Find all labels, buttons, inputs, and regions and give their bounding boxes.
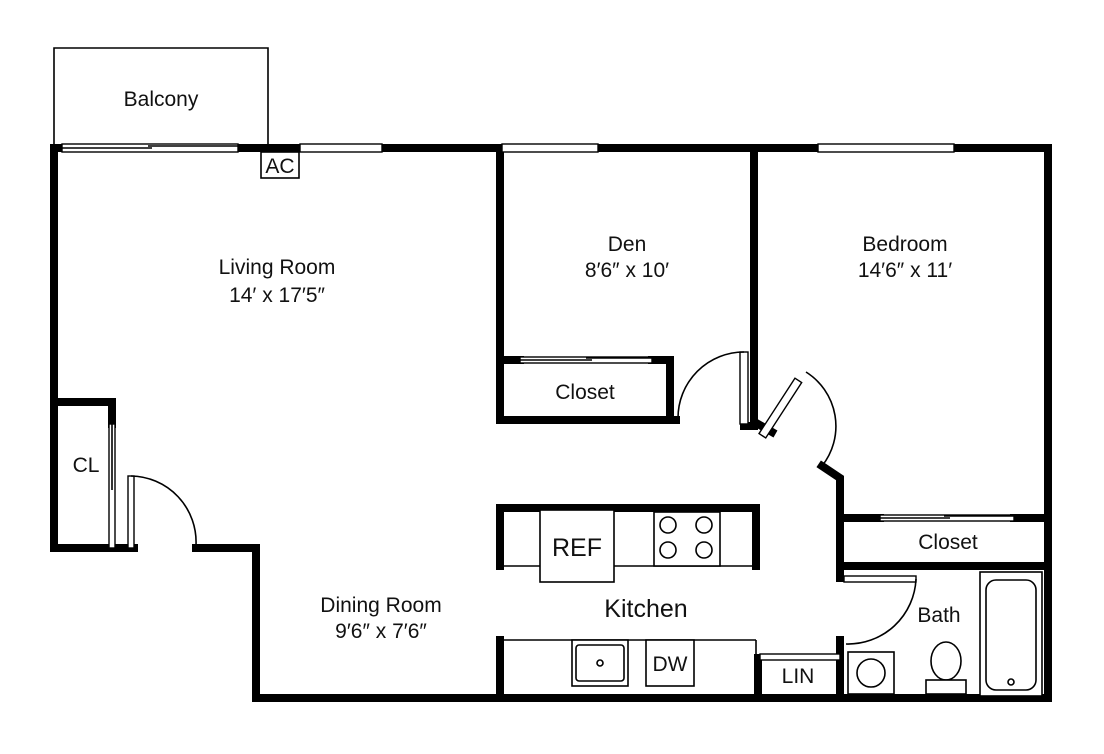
toilet xyxy=(930,641,962,681)
swing-doors xyxy=(127,351,917,645)
coat-closet-label: CL xyxy=(73,454,100,477)
bedroom-door xyxy=(758,377,803,439)
refrigerator-label: REF xyxy=(552,534,602,562)
kitchen-lower-counter: DW xyxy=(496,636,757,702)
sliding-doors xyxy=(108,356,1015,661)
kitchen-sink xyxy=(571,639,629,687)
den-dimensions: 8′6″ x 10′ xyxy=(585,259,669,282)
bedroom-name: Bedroom xyxy=(862,233,947,256)
living-room-name: Living Room xyxy=(219,256,336,279)
dining-room-name: Dining Room xyxy=(320,594,441,617)
bedroom-dimensions: 14′6″ x 11′ xyxy=(858,259,952,282)
kitchen-name: Kitchen xyxy=(604,595,687,623)
balcony: Balcony xyxy=(53,47,269,146)
bath-door xyxy=(843,575,917,583)
bathtub xyxy=(979,571,1043,697)
dishwasher xyxy=(645,639,695,687)
dishwasher-label: DW xyxy=(653,653,688,676)
den-window xyxy=(501,143,599,153)
dining-room-dimensions: 9′6″ x 7′6″ xyxy=(335,620,427,643)
living-room-dimensions: 14′ x 17′5″ xyxy=(229,284,325,307)
ac-unit: AC xyxy=(260,151,300,179)
interior-walls xyxy=(50,144,1052,702)
refrigerator xyxy=(539,509,615,583)
bedroom-closet-label: Closet xyxy=(918,531,978,554)
linen-closet-label: LIN xyxy=(782,665,815,688)
balcony-label: Balcony xyxy=(124,88,199,111)
bath-name: Bath xyxy=(917,604,960,627)
bath-fixtures xyxy=(847,571,1043,697)
den-closet-label: Closet xyxy=(555,381,615,404)
bedroom-window xyxy=(817,143,955,153)
exterior-walls xyxy=(50,144,1052,702)
kitchen-upper-counter: REF xyxy=(496,504,760,583)
den-door xyxy=(739,351,749,425)
coat-closet-door xyxy=(127,475,135,549)
ac-label: AC xyxy=(265,155,294,178)
den-name: Den xyxy=(608,233,647,256)
windows xyxy=(61,143,955,153)
living-room-window xyxy=(299,143,383,153)
